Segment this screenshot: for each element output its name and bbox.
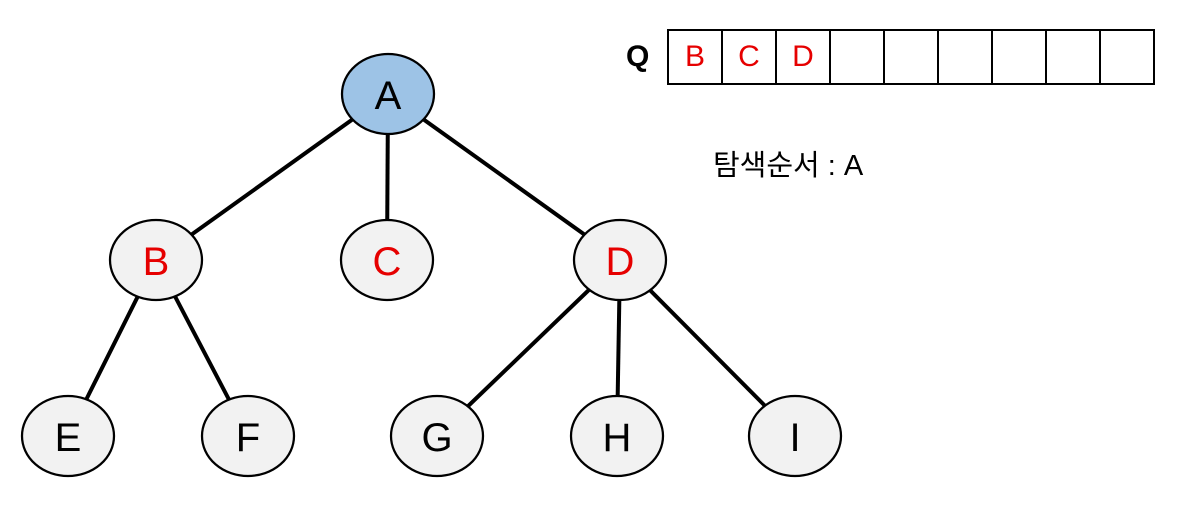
queue-cell-B: B <box>667 29 723 85</box>
tree-node-I: I <box>747 394 843 478</box>
node-circle <box>20 394 116 478</box>
queue-cell-empty <box>1045 29 1101 85</box>
node-label: D <box>606 240 635 284</box>
tree-edge-A-B <box>154 92 390 262</box>
node-label: C <box>373 240 402 284</box>
tree-edge-A-D <box>386 92 622 262</box>
node-label: I <box>789 416 800 460</box>
queue-cell-empty <box>829 29 885 85</box>
tree-node-B: B <box>108 218 204 302</box>
tree-node-D: D <box>572 218 668 302</box>
node-circle <box>108 218 204 302</box>
queue-cell-empty <box>991 29 1047 85</box>
node-label: H <box>603 416 632 460</box>
node-label: F <box>236 416 260 460</box>
node-circle <box>339 218 435 302</box>
node-circle <box>572 218 668 302</box>
node-label: A <box>375 74 402 118</box>
node-label: G <box>421 416 452 460</box>
queue-cell-C: C <box>721 29 777 85</box>
node-circle <box>200 394 296 478</box>
tree-node-H: H <box>569 394 665 478</box>
tree-node-F: F <box>200 394 296 478</box>
node-circle <box>747 394 843 478</box>
queue-cell-D: D <box>775 29 831 85</box>
node-circle <box>340 52 436 136</box>
node-label: E <box>55 416 82 460</box>
node-circle <box>569 394 665 478</box>
tree-node-E: E <box>20 394 116 478</box>
node-circle <box>389 394 485 478</box>
tree-node-A: A <box>340 52 436 136</box>
queue-cell-empty <box>937 29 993 85</box>
node-label: B <box>143 240 170 284</box>
tree-node-C: C <box>339 218 435 302</box>
queue-label: Q <box>626 40 650 73</box>
queue-cell-empty <box>883 29 939 85</box>
queue-cell-empty <box>1099 29 1155 85</box>
traversal-order-caption: 탐색순서 : A <box>713 150 864 182</box>
tree-node-G: G <box>389 394 485 478</box>
